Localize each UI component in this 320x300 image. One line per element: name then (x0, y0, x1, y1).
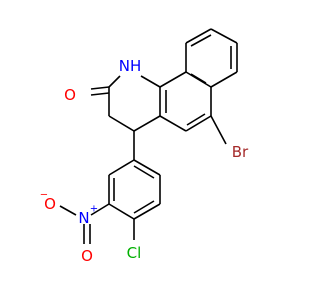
atom-o-nitro-double: O (81, 247, 93, 265)
bond (59, 205, 77, 216)
bond (185, 115, 212, 132)
bond (159, 115, 187, 132)
bond (185, 28, 212, 44)
atom-cl: Cl (127, 244, 142, 262)
bond (133, 203, 161, 220)
bond-double (186, 113, 206, 126)
negative-charge: − (40, 190, 48, 201)
positive-charge: + (90, 204, 98, 215)
bond (210, 71, 238, 88)
bond (133, 159, 161, 176)
atom-o-nitro-single: O (44, 195, 56, 213)
bond (133, 115, 161, 132)
atom-labels: O NH Br O − N + O Cl (40, 57, 249, 265)
bond (108, 203, 135, 220)
bond (210, 28, 238, 44)
bond (140, 75, 161, 88)
bond-double (133, 200, 155, 214)
bond (90, 203, 110, 216)
molecule-structure: O NH Br O − N + O Cl (40, 28, 249, 265)
bond (90, 86, 110, 90)
bond (185, 71, 212, 88)
bond (108, 115, 135, 132)
bond (159, 71, 187, 88)
bond-double (90, 92, 110, 96)
bond-double (190, 34, 212, 47)
bond (108, 159, 135, 176)
bond-double (133, 165, 155, 179)
atom-o-carbonyl: O (64, 86, 76, 104)
bond-double (190, 73, 207, 84)
bond (210, 115, 227, 145)
bonds (59, 28, 238, 244)
bond (108, 75, 121, 88)
atom-nh: NH (119, 57, 142, 75)
atom-n-nitro: N (78, 209, 89, 227)
atom-br: Br (232, 143, 249, 161)
